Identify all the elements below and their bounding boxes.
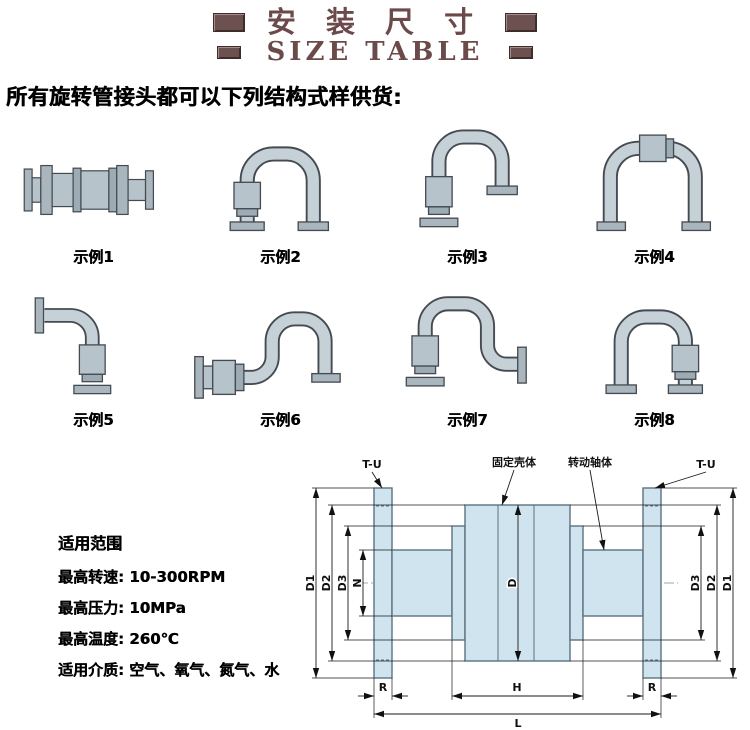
spec-media-label: 适用介质: — [58, 661, 124, 679]
example-7-caption: 示例7 — [447, 411, 488, 429]
dimension-diagram: T-U 固定壳体 转动轴体 T-U D1 D2 D3 N — [303, 455, 737, 730]
fixed-housing-label: 固定壳体 — [492, 455, 537, 469]
application-range: 适用范围 最高转速: 10-300RPM 最高压力: 10MPa 最高温度: 2… — [58, 530, 279, 690]
example-1: 示例1 — [0, 116, 187, 267]
example-3-caption: 示例3 — [447, 248, 488, 266]
dim-d3-right: D3 — [689, 575, 702, 592]
spec-max-speed-label: 最高转速: — [58, 568, 124, 586]
dim-d2-left: D2 — [320, 575, 333, 592]
title-bar-right-icon — [505, 12, 538, 32]
dim-r-left: R — [379, 681, 388, 694]
dim-d1-left: D1 — [304, 575, 317, 592]
example-2: 示例2 — [187, 116, 374, 267]
spec-max-speed-value: 10-300RPM — [129, 568, 226, 586]
spec-max-pressure: 最高压力: 10MPa — [58, 597, 279, 618]
dim-h: H — [512, 681, 521, 694]
subtitle-bar-left-icon — [216, 46, 241, 59]
example-6-caption: 示例6 — [260, 411, 301, 429]
specs-title: 适用范围 — [58, 534, 123, 553]
example-3: 示例3 — [374, 116, 561, 267]
example-8-caption: 示例8 — [634, 411, 675, 429]
example-1-drawing — [19, 116, 167, 238]
example-5-drawing — [15, 279, 171, 401]
example-3-drawing — [387, 116, 547, 238]
title-bar-left-icon — [212, 12, 245, 32]
example-4-caption: 示例4 — [634, 248, 675, 266]
title-row: 安 装 尺 寸 — [0, 6, 750, 38]
subtitle-row: SIZE TABLE — [0, 39, 750, 66]
dim-d1-right: D1 — [721, 575, 734, 592]
spec-media: 适用介质: 空气、氧气、氮气、水 — [58, 659, 279, 680]
example-2-drawing — [200, 116, 360, 238]
dim-n: N — [351, 578, 364, 587]
example-8: 示例8 — [561, 279, 748, 430]
example-8-drawing — [574, 279, 734, 401]
dim-d: D — [506, 578, 519, 587]
example-5-caption: 示例5 — [73, 411, 114, 429]
example-4: 示例4 — [561, 116, 748, 267]
example-1-svg — [23, 164, 155, 216]
spec-max-temperature: 最高温度: 260℃ — [58, 628, 279, 649]
example-5: 示例5 — [0, 279, 187, 430]
example-4-svg — [596, 134, 711, 232]
example-8-svg — [605, 309, 704, 395]
bottom-section: 适用范围 最高转速: 10-300RPM 最高压力: 10MPa 最高温度: 2… — [0, 448, 750, 730]
dim-r-right: R — [648, 681, 657, 694]
spec-max-speed: 最高转速: 10-300RPM — [58, 566, 279, 587]
tu-left-label: T-U — [362, 458, 381, 471]
example-7: 示例7 — [374, 279, 561, 430]
spec-media-value: 空气、氧气、氮气、水 — [129, 661, 280, 679]
example-7-drawing — [378, 279, 557, 401]
spec-max-pressure-value: 10MPa — [129, 599, 186, 617]
page-title-cn: 安 装 尺 寸 — [266, 5, 484, 39]
subtitle-bar-right-icon — [509, 46, 534, 59]
page-title-en: SIZE TABLE — [266, 37, 484, 67]
examples-row-1: 示例1 示例2 — [0, 116, 750, 267]
intro-text: 所有旋转管接头都可以下列结构式样供货: — [6, 85, 402, 109]
example-2-caption: 示例2 — [260, 248, 301, 266]
example-1-caption: 示例1 — [73, 248, 114, 266]
example-7-svg — [405, 296, 527, 387]
rotating-shaft-label: 转动轴体 — [568, 455, 613, 469]
dim-l: L — [514, 717, 521, 730]
spec-max-temperature-label: 最高温度: — [58, 630, 124, 648]
example-2-svg — [229, 146, 330, 232]
example-3-svg — [419, 129, 519, 228]
spec-max-pressure-label: 最高压力: — [58, 599, 124, 617]
tu-right-label: T-U — [696, 458, 715, 471]
dim-d2-right: D2 — [705, 575, 718, 592]
spec-max-temperature-value: 260℃ — [129, 630, 179, 648]
example-4-drawing — [565, 116, 744, 238]
page-header: 安 装 尺 寸 SIZE TABLE — [0, 0, 750, 66]
example-5-svg — [34, 297, 112, 395]
example-6-svg — [193, 311, 341, 399]
examples-row-2: 示例5 示例6 — [0, 279, 750, 430]
example-6-drawing — [191, 279, 370, 401]
dim-d3-left: D3 — [336, 575, 349, 592]
example-6: 示例6 — [187, 279, 374, 430]
